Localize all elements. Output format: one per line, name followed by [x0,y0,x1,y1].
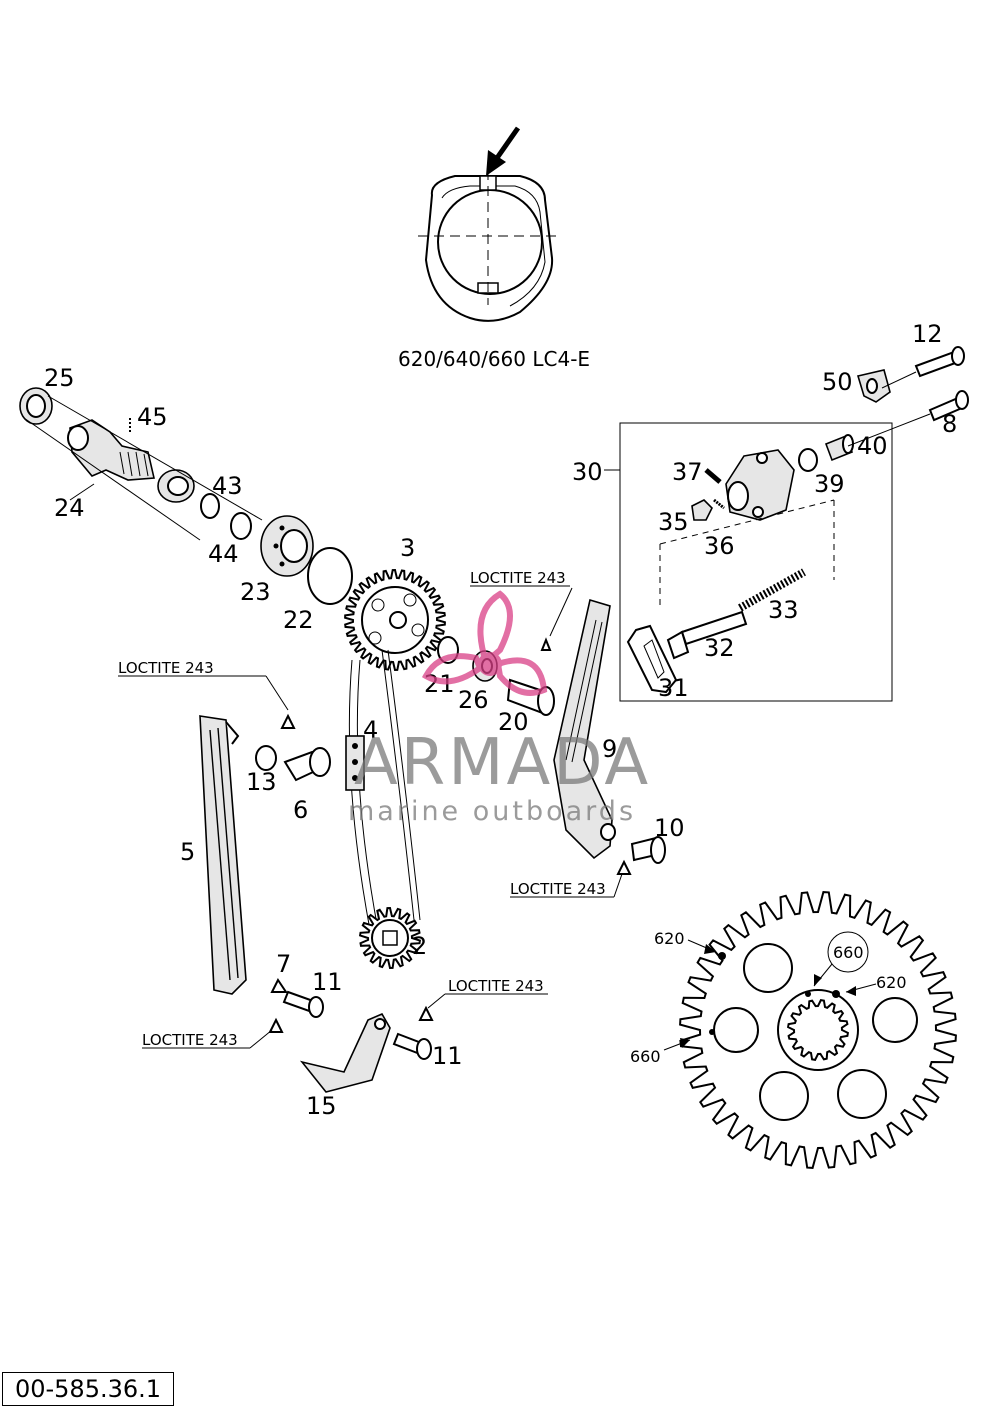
loctite-drop-right [418,1005,434,1021]
circlip-44 [230,512,252,540]
part-number-4: 4 [363,716,378,744]
bolt-6 [283,747,331,782]
chain-guide-15 [299,1012,391,1093]
part-number-11-left: 11 [312,968,343,996]
pointer-arrow [486,126,521,176]
part-number-11-right: 11 [432,1042,463,1070]
spring-33 [738,568,806,612]
part-number-13: 13 [246,768,277,796]
loctite-label-4: LOCTITE 243 [448,977,544,995]
part-number-9: 9 [602,735,617,763]
part-number-12: 12 [912,320,943,348]
o-ring-13 [255,745,277,771]
tensioner-body [725,449,795,521]
cam-gear-43 [157,469,195,503]
mark-660-left: 660 [630,1047,661,1066]
part-number-36: 36 [704,532,735,560]
part-number-7: 7 [276,950,291,978]
leader-lines [118,585,623,1049]
part-number-37: 37 [672,458,703,486]
part-number-32: 32 [704,634,735,662]
loctite-label-3: LOCTITE 243 [510,880,606,898]
part-number-2: 2 [412,932,427,960]
loctite-drop-6 [280,713,296,729]
part-number-30: 30 [572,458,603,486]
part-number-23: 23 [240,578,271,606]
part-number-33: 33 [768,596,799,624]
ring-43 [200,493,220,519]
sprocket-detail [679,891,957,1169]
part-number-40: 40 [857,432,888,460]
tensioner-rail-9 [553,598,616,860]
part-number-25: 25 [44,364,75,392]
part-number-44: 44 [208,540,239,568]
part-number-5: 5 [180,838,195,866]
shaft-32 [666,610,748,660]
propeller-logo [421,590,548,696]
mark-arrows [663,939,877,1051]
part-number-8: 8 [942,410,957,438]
guide-rail-5 [199,715,247,995]
cam-sprocket-3 [344,568,446,672]
part-number-15: 15 [306,1092,337,1120]
watermark: ARMADA marine outboards [348,590,651,827]
pin-37 [704,468,722,484]
bolt-10 [630,836,666,864]
variant-label: 620/640/660 LC4-E [398,347,590,371]
loctite-label-5: LOCTITE 243 [142,1031,238,1049]
screw-8 [928,390,969,422]
part-number-43: 43 [212,472,243,500]
part-number-50: 50 [822,368,853,396]
spring-36 [713,498,725,510]
ball-bearing-23 [260,515,314,577]
loctite-label-2: LOCTITE 243 [118,659,214,677]
part-number-3: 3 [400,534,415,562]
mark-660-center: 660 [833,943,864,962]
loctite-drop-10 [616,859,632,875]
document-id: 00-585.36.1 [2,1372,174,1406]
loctite-drop-left [268,1017,284,1033]
part-number-39: 39 [814,470,845,498]
loctite-label-1: LOCTITE 243 [470,569,566,587]
gasket-31 [626,624,678,694]
needle-bearing-25 [19,387,53,425]
o-ring-39 [798,448,818,472]
crank-sprocket-2 [358,906,422,970]
part-number-6: 6 [293,796,308,824]
part-number-10: 10 [654,814,685,842]
part-number-45: 45 [137,403,168,431]
screw-plug-40 [824,434,854,462]
part-number-22: 22 [283,606,314,634]
tensioner-box-30 [619,422,893,702]
bolt-11-left [282,990,324,1018]
watermark-tagline: marine outboards [348,796,636,827]
part-number-20: 20 [498,708,529,736]
part-number-24: 24 [54,494,85,522]
clamp-50 [856,369,891,403]
circlip-22 [307,547,353,605]
loctite-drop-7 [270,978,288,993]
part-number-26: 26 [458,686,489,714]
part-number-35: 35 [658,508,689,536]
bolt-11-right [392,1032,432,1060]
loctite-drop-20 [540,637,552,651]
mark-620-right: 620 [876,973,907,992]
screw-12 [914,346,965,378]
chain-joint-4 [345,735,365,791]
watermark-brand: ARMADA [354,726,651,800]
cam-lobe-detail [418,170,560,322]
mark-620-top: 620 [654,929,685,948]
plunger-35 [691,499,713,521]
gear-teeth [786,998,850,1062]
part-number-31: 31 [658,674,689,702]
